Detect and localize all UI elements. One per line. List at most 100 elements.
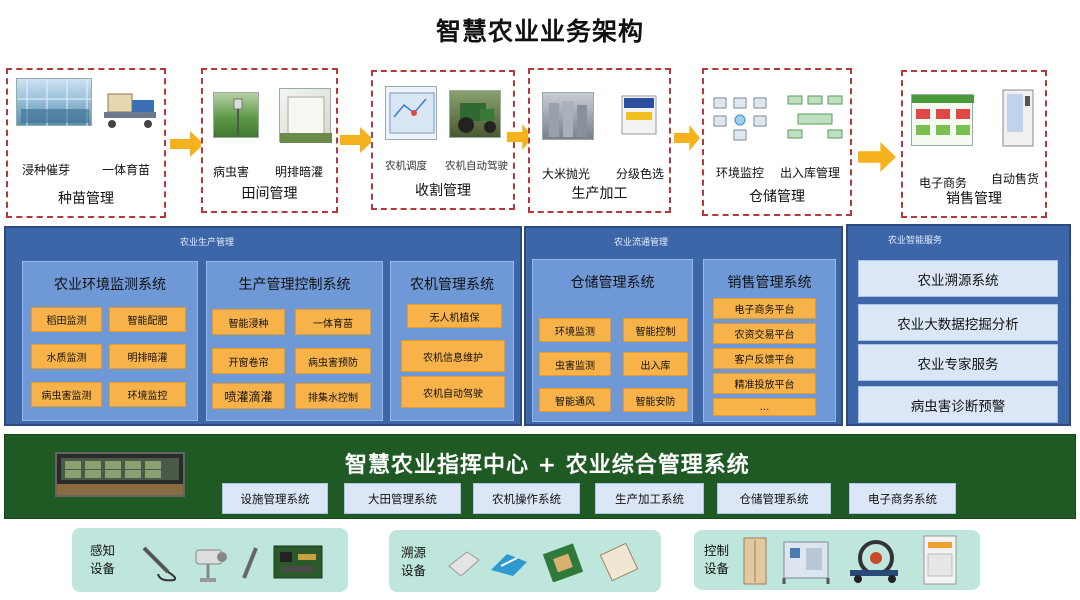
stage-caption: 一体育苗 bbox=[102, 163, 151, 177]
function-box: 明排暗灌 bbox=[109, 344, 186, 369]
stage-caption: 大米抛光 bbox=[542, 167, 591, 181]
function-box: 稻田监测 bbox=[31, 307, 102, 332]
system-title: 仓储管理系统 bbox=[570, 275, 655, 291]
dispatch-map-image bbox=[385, 86, 437, 140]
function-box: 一体育苗 bbox=[295, 309, 371, 335]
warehouse-flow-diagram bbox=[786, 94, 844, 142]
system-title: 农机管理系统 bbox=[410, 277, 494, 293]
function-box: 无人机植保 bbox=[407, 304, 502, 328]
sensor-probe-icon bbox=[142, 546, 177, 582]
function-box: 环境监控 bbox=[109, 382, 186, 407]
stage-caption: 电子商务 bbox=[919, 176, 968, 190]
temperature-probe-icon bbox=[242, 547, 258, 579]
function-box: 开窗卷帘 bbox=[212, 348, 285, 374]
camera-icon bbox=[195, 549, 227, 582]
function-box: 精准投放平台 bbox=[713, 373, 816, 394]
circuit-board-icon bbox=[273, 545, 323, 579]
function-box: 电子商务平台 bbox=[713, 298, 816, 319]
page-title: 智慧农业业务架构 bbox=[435, 17, 644, 46]
device-label-line: 溯源 bbox=[401, 545, 427, 560]
mgmt-system-processing: 生产加工系统 bbox=[595, 483, 704, 514]
stage-caption: 病虫害 bbox=[213, 165, 250, 179]
stage-name: 种苗管理 bbox=[58, 191, 114, 207]
greenhouse-image bbox=[16, 78, 93, 127]
function-box: 农机自动驾驶 bbox=[401, 376, 505, 408]
command-center-image bbox=[55, 452, 185, 497]
device-label-line: 设备 bbox=[90, 561, 116, 576]
stage-name: 收割管理 bbox=[415, 183, 471, 199]
flow-arrow-icon bbox=[507, 124, 533, 150]
stage-caption: 分级色选 bbox=[616, 167, 665, 181]
stage-name: 田间管理 bbox=[241, 186, 298, 202]
device-label-line: 设备 bbox=[704, 561, 730, 576]
service-item: 农业大数据挖掘分析 bbox=[858, 304, 1058, 341]
flow-arrow-icon bbox=[340, 127, 374, 153]
system-sales: 销售管理系统 电子商务平台 农资交易平台 客户反馈平台 精准投放平台 ... bbox=[703, 259, 836, 422]
function-box: 排集水控制 bbox=[295, 383, 371, 409]
function-box: 智能安防 bbox=[623, 388, 688, 412]
gps-module-icon bbox=[542, 543, 584, 582]
mgmt-system-machinery: 农机操作系统 bbox=[473, 483, 580, 514]
function-box: 病虫害预防 bbox=[295, 348, 371, 374]
seeding-machine-image bbox=[98, 90, 162, 130]
panel-intelligent: 农业智能服务 农业溯源系统 农业大数据挖掘分析 农业专家服务 病虫害诊断预警 bbox=[846, 224, 1071, 426]
autonomous-tractor-image bbox=[449, 90, 501, 138]
panel-label: 农业流通管理 bbox=[614, 238, 669, 248]
device-group-label: 控制 设备 bbox=[704, 542, 729, 578]
panel-label: 农业智能服务 bbox=[888, 236, 943, 246]
device-label-line: 控制 bbox=[704, 543, 730, 558]
function-box: 农机信息维护 bbox=[401, 340, 505, 372]
stage-caption: 自动售货 bbox=[991, 172, 1040, 186]
function-box: ... bbox=[713, 398, 816, 416]
ecommerce-site-image bbox=[911, 94, 974, 146]
device-group-label: 溯源 设备 bbox=[401, 544, 426, 580]
stage-harvest: 农机调度 农机自动驾驶 收割管理 bbox=[371, 70, 515, 210]
stage-name: 仓储管理 bbox=[749, 189, 805, 205]
flow-arrow-icon bbox=[858, 142, 896, 172]
system-production-control: 生产管理控制系统 智能浸种 一体育苗 开窗卷帘 病虫害预防 喷灌滴灌 排集水控制 bbox=[206, 261, 383, 421]
mgmt-system-ecommerce: 电子商务系统 bbox=[849, 483, 956, 514]
stage-caption: 出入库管理 bbox=[780, 166, 841, 180]
stage-caption: 环境监控 bbox=[716, 166, 765, 180]
color-sorter-image bbox=[616, 92, 662, 140]
function-box: 智能通风 bbox=[539, 388, 611, 412]
function-box: 水质监测 bbox=[31, 344, 102, 369]
stage-seedling: 浸种催芽 一体育苗 种苗管理 bbox=[6, 68, 166, 218]
cabinet-unit-icon bbox=[923, 535, 957, 585]
stage-field: 病虫害 明排暗灌 田间管理 bbox=[201, 68, 338, 213]
panel-label: 农业生产管理 bbox=[180, 238, 235, 248]
stage-name: 销售管理 bbox=[946, 191, 1002, 207]
function-box: 农资交易平台 bbox=[713, 323, 816, 344]
mgmt-system-facility: 设施管理系统 bbox=[222, 483, 328, 514]
control-cabinet-icon bbox=[743, 537, 767, 585]
stage-caption: 浸种催芽 bbox=[22, 163, 71, 177]
stage-storage: 环境监控 出入库管理 仓储管理 bbox=[702, 68, 852, 216]
device-group-traceability: 溯源 设备 bbox=[389, 530, 661, 592]
stage-sales: 电子商务 自动售货 销售管理 bbox=[901, 70, 1047, 218]
drainage-device-image bbox=[279, 88, 332, 143]
panel-circulation: 农业流通管理 仓储管理系统 环境监测 智能控制 虫害监测 出入库 智能通风 智能… bbox=[524, 226, 843, 426]
function-box: 出入库 bbox=[623, 352, 688, 376]
stage-caption: 农机自动驾驶 bbox=[445, 160, 508, 172]
irrigation-reel-icon bbox=[850, 540, 898, 583]
flow-arrow-icon bbox=[674, 125, 700, 151]
processing-equipment-icon bbox=[782, 541, 830, 584]
system-warehouse: 仓储管理系统 环境监测 智能控制 虫害监测 出入库 智能通风 智能安防 bbox=[532, 259, 693, 422]
stage-processing: 大米抛光 分级色选 生产加工 bbox=[528, 68, 671, 213]
device-group-control: 控制 设备 bbox=[694, 530, 980, 590]
stage-name: 生产加工 bbox=[571, 186, 628, 202]
mgmt-system-warehouse: 仓储管理系统 bbox=[717, 483, 831, 514]
stage-caption: 明排暗灌 bbox=[275, 165, 324, 179]
env-monitor-diagram bbox=[712, 94, 768, 144]
function-box: 智能配肥 bbox=[109, 307, 186, 332]
function-box: 虫害监测 bbox=[539, 352, 611, 376]
rfid-tag-icon bbox=[491, 554, 527, 576]
polishing-workshop-image bbox=[542, 92, 594, 140]
device-group-label: 感知 设备 bbox=[90, 542, 115, 578]
device-label-line: 设备 bbox=[401, 563, 427, 578]
function-box: 环境监测 bbox=[539, 318, 611, 342]
vending-machine-image bbox=[1001, 88, 1035, 148]
system-title: 生产管理控制系统 bbox=[238, 277, 351, 293]
service-item: 病虫害诊断预警 bbox=[858, 386, 1058, 423]
system-title: 销售管理系统 bbox=[727, 275, 812, 291]
